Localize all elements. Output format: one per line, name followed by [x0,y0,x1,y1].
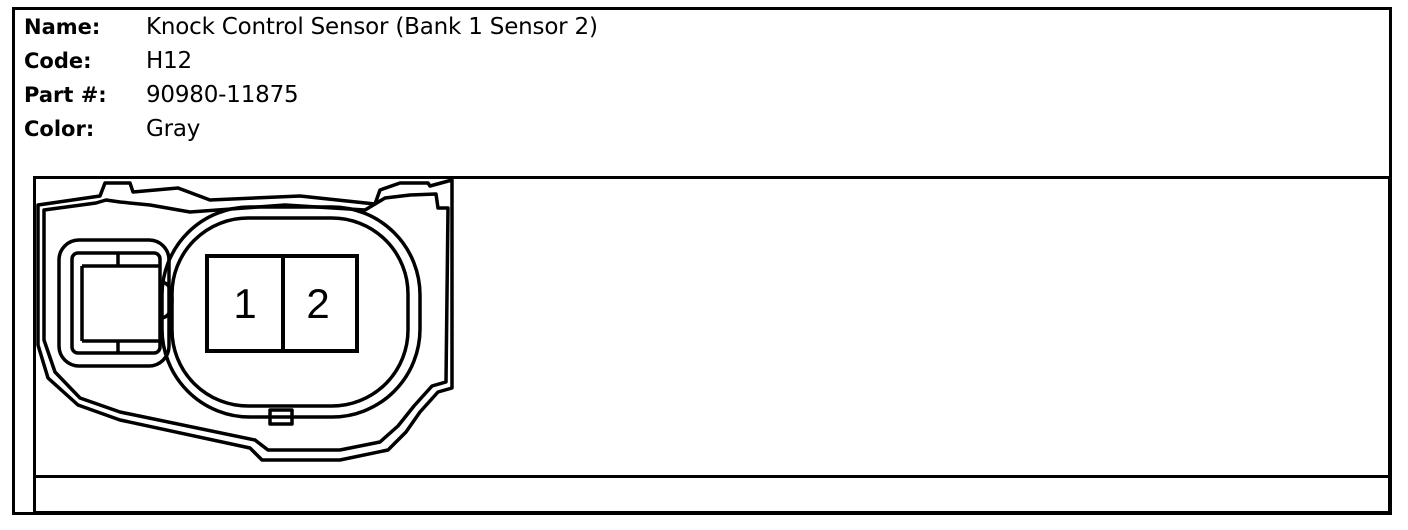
connector-diagram-panel [33,176,1391,478]
connector-code: H12 [146,48,192,74]
pin-2-label: 2 [306,280,329,327]
bottom-strip [33,478,1391,514]
color-label: Color: [24,117,95,141]
part-label: Part #: [24,83,107,107]
pin-1-label: 1 [233,280,256,327]
code-row: Code: H12 [24,44,924,78]
part-number: 90980-11875 [146,82,299,108]
name-row: Name: Knock Control Sensor (Bank 1 Senso… [24,10,924,44]
connector-housing-outline [36,178,454,462]
terminal-cavities: 1 2 [205,254,359,353]
connector-color: Gray [146,116,201,142]
part-row: Part #: 90980-11875 [24,78,924,112]
code-label: Code: [24,49,92,73]
connector-name: Knock Control Sensor (Bank 1 Sensor 2) [146,14,598,40]
color-row: Color: Gray [24,112,924,146]
connector-info: Name: Knock Control Sensor (Bank 1 Senso… [24,10,924,146]
name-label: Name: [24,15,101,39]
